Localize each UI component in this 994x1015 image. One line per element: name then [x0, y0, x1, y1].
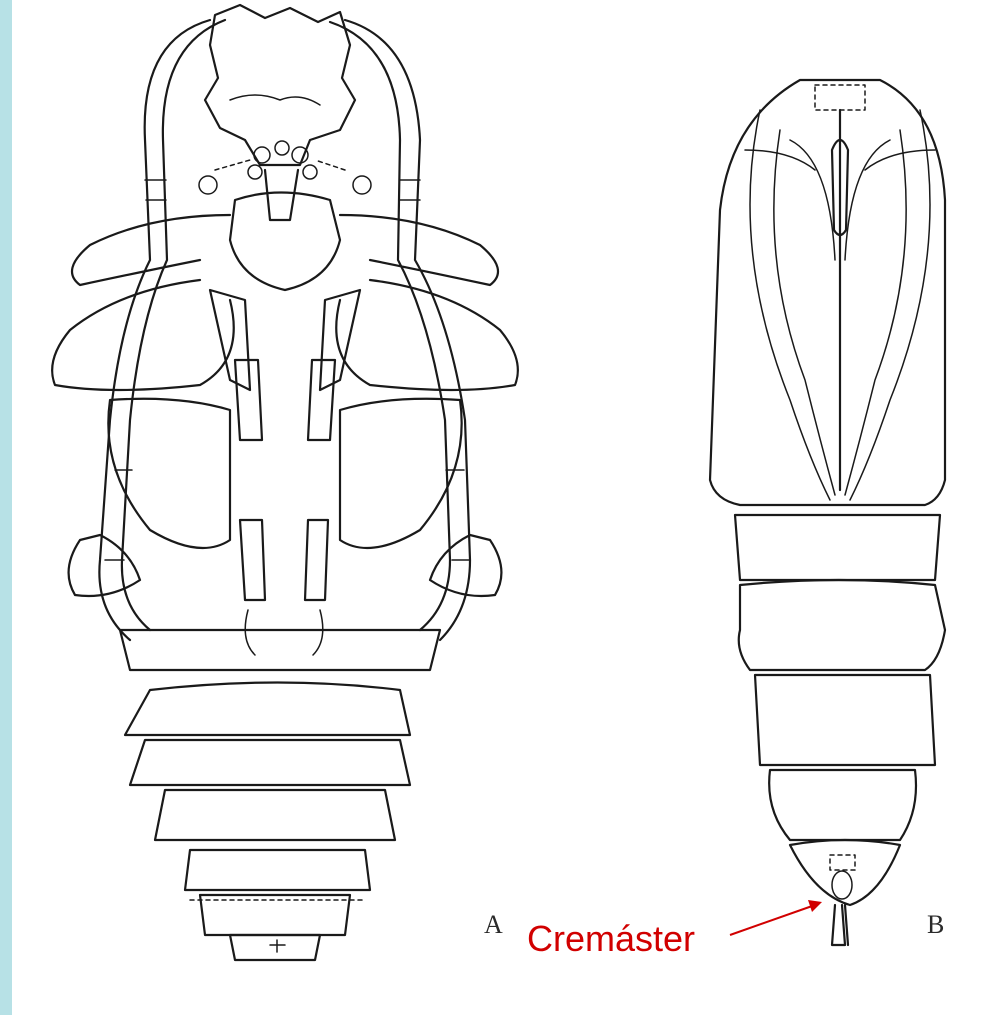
pupa-illustration	[12, 0, 994, 1015]
cremaster-callout: Cremáster	[527, 918, 695, 960]
figure-label-a: A	[484, 910, 503, 940]
pupa-b-drawing	[710, 80, 945, 945]
figure-panel: A B Cremáster	[12, 0, 994, 1015]
figure-label-b: B	[927, 910, 944, 940]
callout-arrow	[730, 900, 822, 935]
pupa-a-drawing	[52, 5, 518, 960]
